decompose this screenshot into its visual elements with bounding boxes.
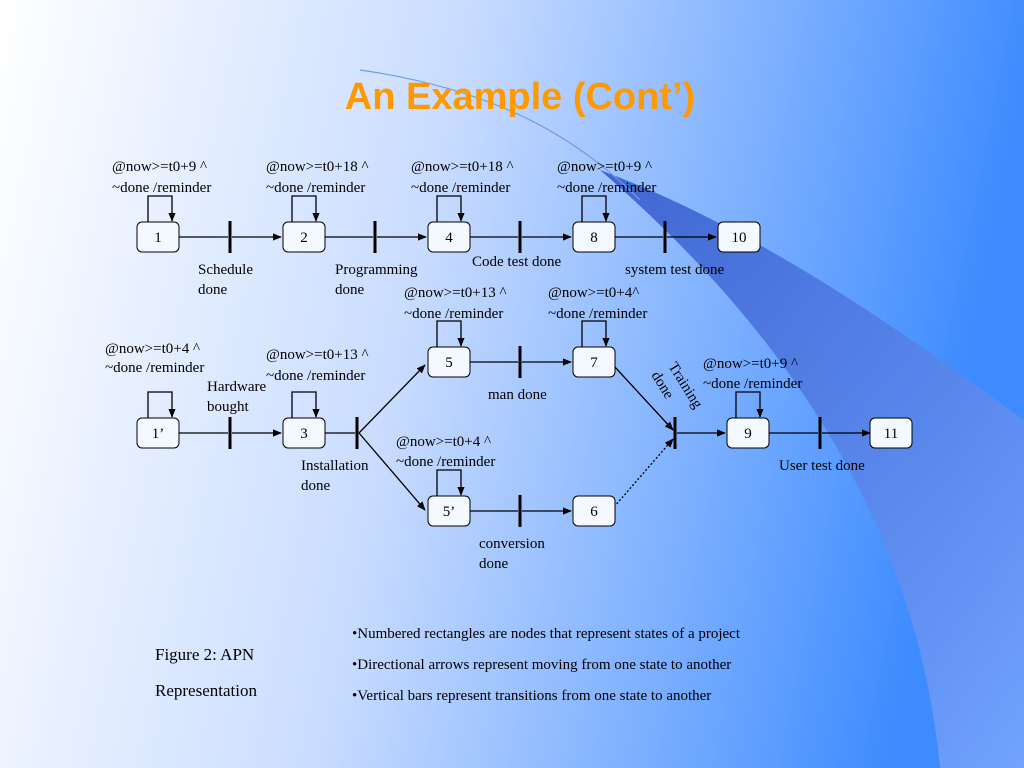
annotation-3-action: ~done /reminder	[266, 368, 365, 384]
annotation-5p-cond: @now>=t0+4 ^	[396, 434, 491, 450]
annotation-7-action: ~done /reminder	[548, 306, 647, 322]
node-5: 5	[427, 346, 471, 378]
figure-caption-line2: Representation	[155, 681, 257, 700]
annotation-1-action: ~done /reminder	[112, 180, 211, 196]
self-loop-8	[581, 195, 610, 222]
edge-bar-5p	[358, 432, 426, 511]
self-loop-4	[436, 195, 465, 222]
node-3: 3	[282, 417, 326, 449]
label-hardware-1: Hardware	[207, 379, 266, 395]
self-loop-5p	[436, 469, 465, 496]
slide-title: An Example (Cont’)	[344, 76, 696, 118]
self-loop-9	[735, 391, 764, 418]
node-label: 10	[732, 230, 747, 246]
annotation-2-cond: @now>=t0+18 ^	[266, 159, 368, 175]
annotation-4-cond: @now>=t0+18 ^	[411, 159, 513, 175]
annotation-5p-action: ~done /reminder	[396, 454, 495, 470]
annotation-8-action: ~done /reminder	[557, 180, 656, 196]
node-label: 1’	[152, 426, 165, 442]
node-8: 8	[572, 221, 616, 253]
node-label: 4	[445, 230, 453, 246]
node-1: 1	[136, 221, 180, 253]
node-label: 9	[744, 426, 752, 442]
annotation-2-action: ~done /reminder	[266, 180, 365, 196]
edge-6-training	[613, 438, 674, 508]
node-5-prime: 5’	[427, 495, 471, 527]
node-label: 7	[590, 355, 598, 371]
node-label: 1	[154, 230, 162, 246]
annotation-4-action: ~done /reminder	[411, 180, 510, 196]
label-installation-1: Installation	[301, 458, 369, 474]
self-loop-1	[147, 195, 176, 222]
annotation-9-action: ~done /reminder	[703, 376, 802, 392]
annotation-8-cond: @now>=t0+9 ^	[557, 159, 652, 175]
label-system-test: system test done	[625, 262, 724, 278]
node-2: 2	[282, 221, 326, 253]
label-schedule-2: done	[198, 282, 228, 298]
annotation-9-cond: @now>=t0+9 ^	[703, 356, 798, 372]
node-label: 8	[590, 230, 598, 246]
node-11: 11	[869, 417, 913, 449]
annotation-1p-cond: @now>=t0+4 ^	[105, 341, 200, 357]
label-conversion-1: conversion	[479, 536, 545, 552]
self-loop-2	[291, 195, 320, 222]
node-9: 9	[726, 417, 770, 449]
node-label: 11	[884, 426, 898, 442]
label-programming-1: Programming	[335, 262, 418, 278]
self-loop-5	[436, 320, 465, 347]
annotation-7-cond: @now>=t0+4^	[548, 285, 639, 301]
self-loop-1p	[147, 391, 176, 418]
label-user-test: User test done	[779, 458, 865, 474]
node-label: 3	[300, 426, 308, 442]
self-loop-7	[581, 320, 610, 347]
annotation-1-cond: @now>=t0+9 ^	[112, 159, 207, 175]
self-loop-3	[291, 391, 320, 418]
label-code-test: Code test done	[472, 254, 561, 270]
label-hardware-2: bought	[207, 399, 250, 415]
bullet-nodes: •Numbered rectangles are nodes that repr…	[352, 626, 741, 642]
annotation-3-cond: @now>=t0+13 ^	[266, 347, 368, 363]
label-installation-2: done	[301, 478, 331, 494]
bullet-arrows: •Directional arrows represent moving fro…	[352, 657, 732, 673]
node-label: 2	[300, 230, 308, 246]
node-4: 4	[427, 221, 471, 253]
annotation-5-action: ~done /reminder	[404, 306, 503, 322]
annotation-5-cond: @now>=t0+13 ^	[404, 285, 506, 301]
node-label: 6	[590, 504, 598, 520]
annotation-1p-action: ~done /reminder	[105, 360, 204, 376]
node-7: 7	[572, 346, 616, 378]
node-6: 6	[572, 495, 616, 527]
node-10: 10	[717, 221, 761, 253]
edge-7-training	[613, 365, 674, 431]
label-programming-2: done	[335, 282, 365, 298]
label-schedule-1: Schedule	[198, 262, 253, 278]
node-1-prime: 1’	[136, 417, 180, 449]
figure-caption-line1: Figure 2: APN	[155, 645, 255, 664]
bullet-bars: •Vertical bars represent transitions fro…	[352, 688, 712, 704]
background-swoosh	[600, 170, 1024, 768]
node-label: 5’	[443, 504, 456, 520]
label-conversion-2: done	[479, 556, 509, 572]
label-man-done: man done	[488, 387, 547, 403]
background-arc	[359, 69, 641, 201]
node-label: 5	[445, 355, 453, 371]
edge-bar-5	[358, 364, 426, 434]
